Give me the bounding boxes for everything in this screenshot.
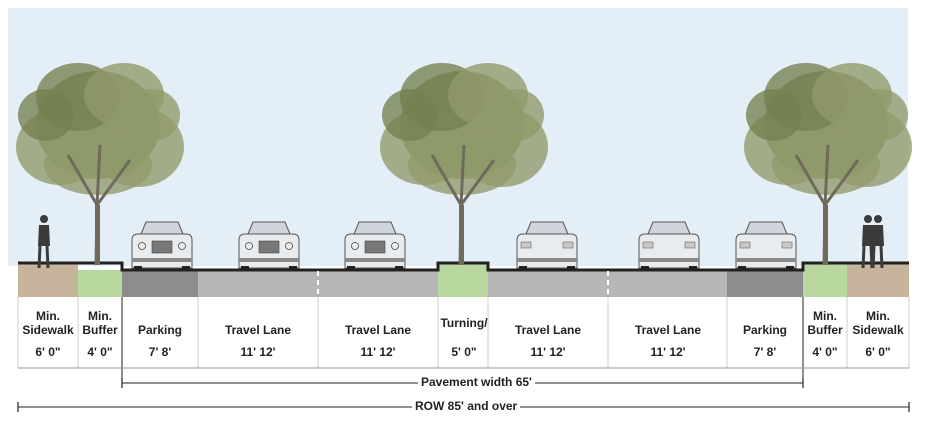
car-icon [238, 221, 300, 271]
segment-sidewalk-right [847, 263, 909, 297]
turning-dimension: 5' 0" [451, 345, 477, 359]
segment-travel-4 [608, 270, 727, 297]
segment-parking-right [727, 270, 803, 297]
car-icon [344, 221, 406, 271]
segment-buffer-left [78, 270, 122, 297]
travel-lane-3-dimension: 11' 12' [530, 345, 566, 359]
pavement-width-label: Pavement width 65' [418, 375, 535, 389]
segment-travel-2 [318, 270, 438, 297]
segment-sidewalk-left [18, 263, 78, 297]
travel-lane-3-label: Travel Lane [514, 323, 582, 337]
parking-right-dimension: 7' 8' [753, 345, 777, 359]
buffer-left-label-top: Min. [88, 309, 112, 323]
car-icon [131, 221, 193, 271]
parking-right-label: Parking [742, 323, 787, 337]
buffer-left-label: Buffer [82, 323, 118, 337]
sidewalk-right-dimension: 6' 0" [865, 345, 891, 359]
parking-left-dimension: 7' 8' [148, 345, 172, 359]
sidewalk-right-label-top: Min. [866, 309, 890, 323]
segment-buffer-right [803, 263, 847, 297]
travel-lane-4-label: Travel Lane [634, 323, 702, 337]
travel-lane-4-dimension: 11' 12' [650, 345, 686, 359]
car-icon [516, 221, 578, 271]
pedestrian-icon [37, 215, 50, 269]
travel-lane-1-dimension: 11' 12' [240, 345, 276, 359]
sidewalk-right-label: Sidewalk [852, 323, 904, 337]
pedestrian-icon [871, 215, 884, 269]
parking-left-label: Parking [137, 323, 182, 337]
buffer-right-label: Buffer [807, 323, 843, 337]
segment-travel-3 [488, 270, 608, 297]
row-width-label: ROW 85' and over [412, 399, 521, 413]
sidewalk-left-label: Sidewalk [22, 323, 74, 337]
turning-label: Turning/ [440, 316, 488, 330]
segment-travel-1 [198, 270, 318, 297]
travel-lane-2-dimension: 11' 12' [360, 345, 396, 359]
tree-icon [380, 63, 548, 266]
tree-icon [744, 63, 912, 266]
travel-lane-2-label: Travel Lane [344, 323, 412, 337]
buffer-left-dimension: 4' 0" [87, 345, 113, 359]
travel-lane-1-label: Travel Lane [224, 323, 292, 337]
segment-turning [438, 263, 488, 297]
buffer-right-label-top: Min. [813, 309, 837, 323]
segment-parking-left [122, 270, 198, 297]
sidewalk-left-dimension: 6' 0" [35, 345, 61, 359]
sidewalk-left-label-top: Min. [36, 309, 60, 323]
car-icon [735, 221, 797, 271]
buffer-right-dimension: 4' 0" [812, 345, 838, 359]
car-icon [638, 221, 700, 271]
tree-icon [16, 63, 184, 266]
